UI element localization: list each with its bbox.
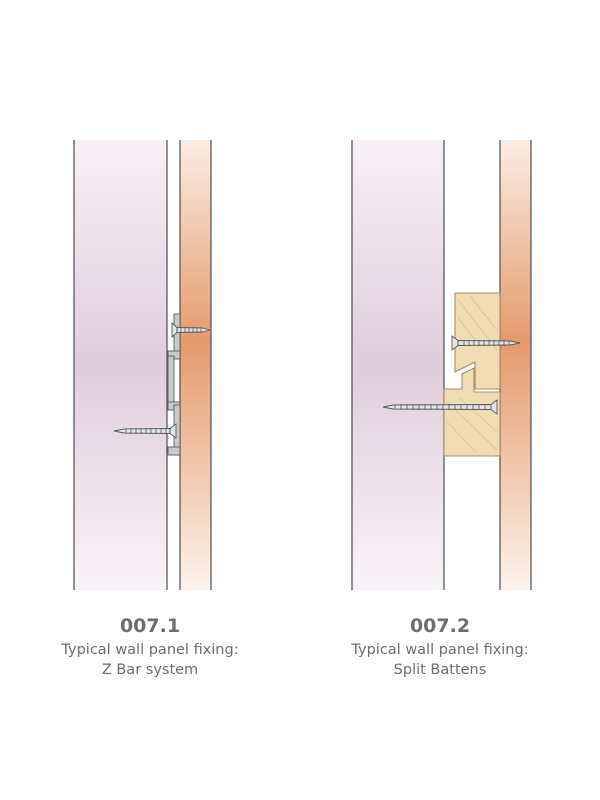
figure-description-line2: Split Battens: [393, 662, 487, 678]
figure-code: 007.2: [409, 615, 471, 637]
zbar-figure: [73, 140, 212, 590]
zbar-panel-screw: [113, 423, 177, 439]
right-substrate-wall: [500, 140, 531, 590]
figure-description-line2: Z Bar system: [101, 662, 199, 678]
caption-split-battens: 007.2 Typical wall panel fixing: Split B…: [290, 614, 590, 680]
left-substrate-wall: [180, 140, 211, 590]
batten-wall-screw: [451, 335, 521, 351]
left-plasterboard-panel: [74, 140, 167, 590]
lower-split-batten: [443, 367, 501, 457]
batten-panel-screw: [382, 399, 498, 415]
caption-zbar: 007.1 Typical wall panel fixing: Z Bar s…: [0, 614, 300, 680]
figure-code: 007.1: [119, 615, 181, 637]
right-plasterboard-panel: [352, 140, 444, 590]
split-batten-figure: [351, 140, 532, 590]
zbar-wall-screw: [171, 321, 211, 339]
figure-description-line1: Typical wall panel fixing:: [351, 642, 529, 658]
figure-description-line1: Typical wall panel fixing:: [61, 642, 239, 658]
